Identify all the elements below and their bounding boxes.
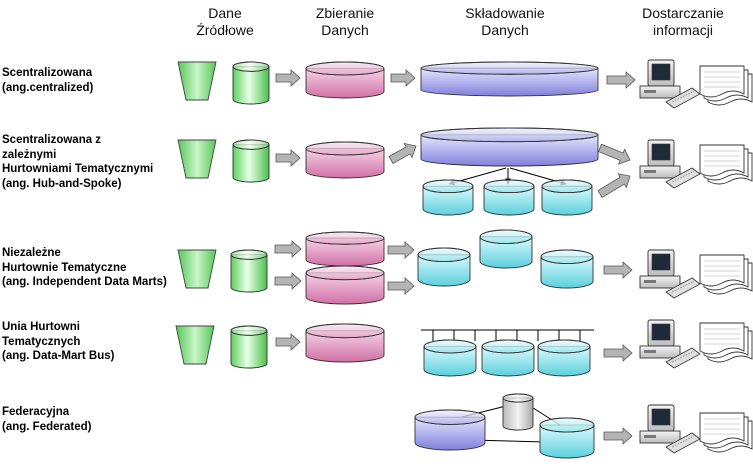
row2-arrow-down-to-delivery: [597, 173, 631, 198]
row3-computer: [639, 249, 701, 299]
row2-reports: [699, 144, 753, 185]
row3-staging-cylinder-top: [305, 231, 385, 267]
row5-arrow-to-delivery: [603, 427, 633, 445]
row2-arrow-to-collecting: [275, 149, 301, 167]
row4-datamart-3: [537, 339, 591, 377]
row5-warehouse-cylinder: [414, 409, 486, 451]
row4-staging-cylinder: [305, 323, 385, 363]
row4-arrow-to-delivery: [603, 344, 633, 362]
row2-computer: [639, 139, 701, 189]
row5-gray-cylinder: [502, 393, 534, 431]
row3-staging-cylinder-bottom: [305, 265, 385, 305]
row-label-centralized: Scentralizowana(ang.centralized): [2, 67, 94, 94]
row4-source-funnel: [175, 325, 215, 365]
row3-arrow-to-storage-top: [387, 241, 415, 259]
row3-source-cylinder: [230, 249, 268, 293]
row1-warehouse-cylinder: [420, 61, 599, 97]
row2-datamart-2: [483, 179, 535, 216]
row3-source-funnel: [177, 249, 217, 289]
row3-datamart-2: [479, 229, 533, 269]
row4-reports: [699, 322, 753, 363]
row3-arrow-to-storage-bottom: [387, 277, 415, 295]
row2-staging-cylinder: [305, 141, 385, 179]
row1-source-funnel: [177, 61, 217, 101]
row2-source-funnel: [177, 139, 217, 179]
row1-arrow-to-delivery: [606, 71, 636, 89]
row1-arrow-to-storage: [390, 69, 416, 87]
row3-arrow-to-collecting-bottom: [274, 272, 302, 290]
row1-source-cylinder: [232, 61, 270, 105]
row2-arrow-to-storage: [388, 142, 417, 165]
row4-computer: [639, 319, 701, 369]
row2-datamart-1: [422, 179, 474, 216]
row2-arrow-up-to-delivery: [597, 143, 631, 165]
row5-datamart-cylinder: [539, 417, 595, 459]
row4-datamart-1: [423, 339, 477, 377]
row5-computer: [639, 404, 701, 454]
row3-datamart-1: [417, 247, 471, 287]
row2-datamart-3: [541, 179, 593, 216]
row1-staging-cylinder: [305, 61, 385, 99]
row5-reports: [699, 412, 753, 453]
row3-arrow-to-delivery: [603, 261, 633, 279]
row2-warehouse-cylinder: [420, 127, 599, 167]
row3-datamart-3: [540, 249, 594, 289]
row3-reports: [699, 254, 753, 295]
row4-source-cylinder: [230, 325, 268, 369]
row1-reports: [699, 65, 753, 106]
row1-computer: [639, 59, 701, 109]
row1-arrow-to-collecting: [275, 69, 301, 87]
row2-source-cylinder: [232, 139, 270, 183]
row3-arrow-to-collecting-top: [274, 240, 302, 258]
row-label-federated: Federacyjna(ang. Federated): [2, 406, 92, 433]
row4-arrow-to-collecting: [275, 333, 301, 351]
row4-datamart-2: [481, 339, 535, 377]
